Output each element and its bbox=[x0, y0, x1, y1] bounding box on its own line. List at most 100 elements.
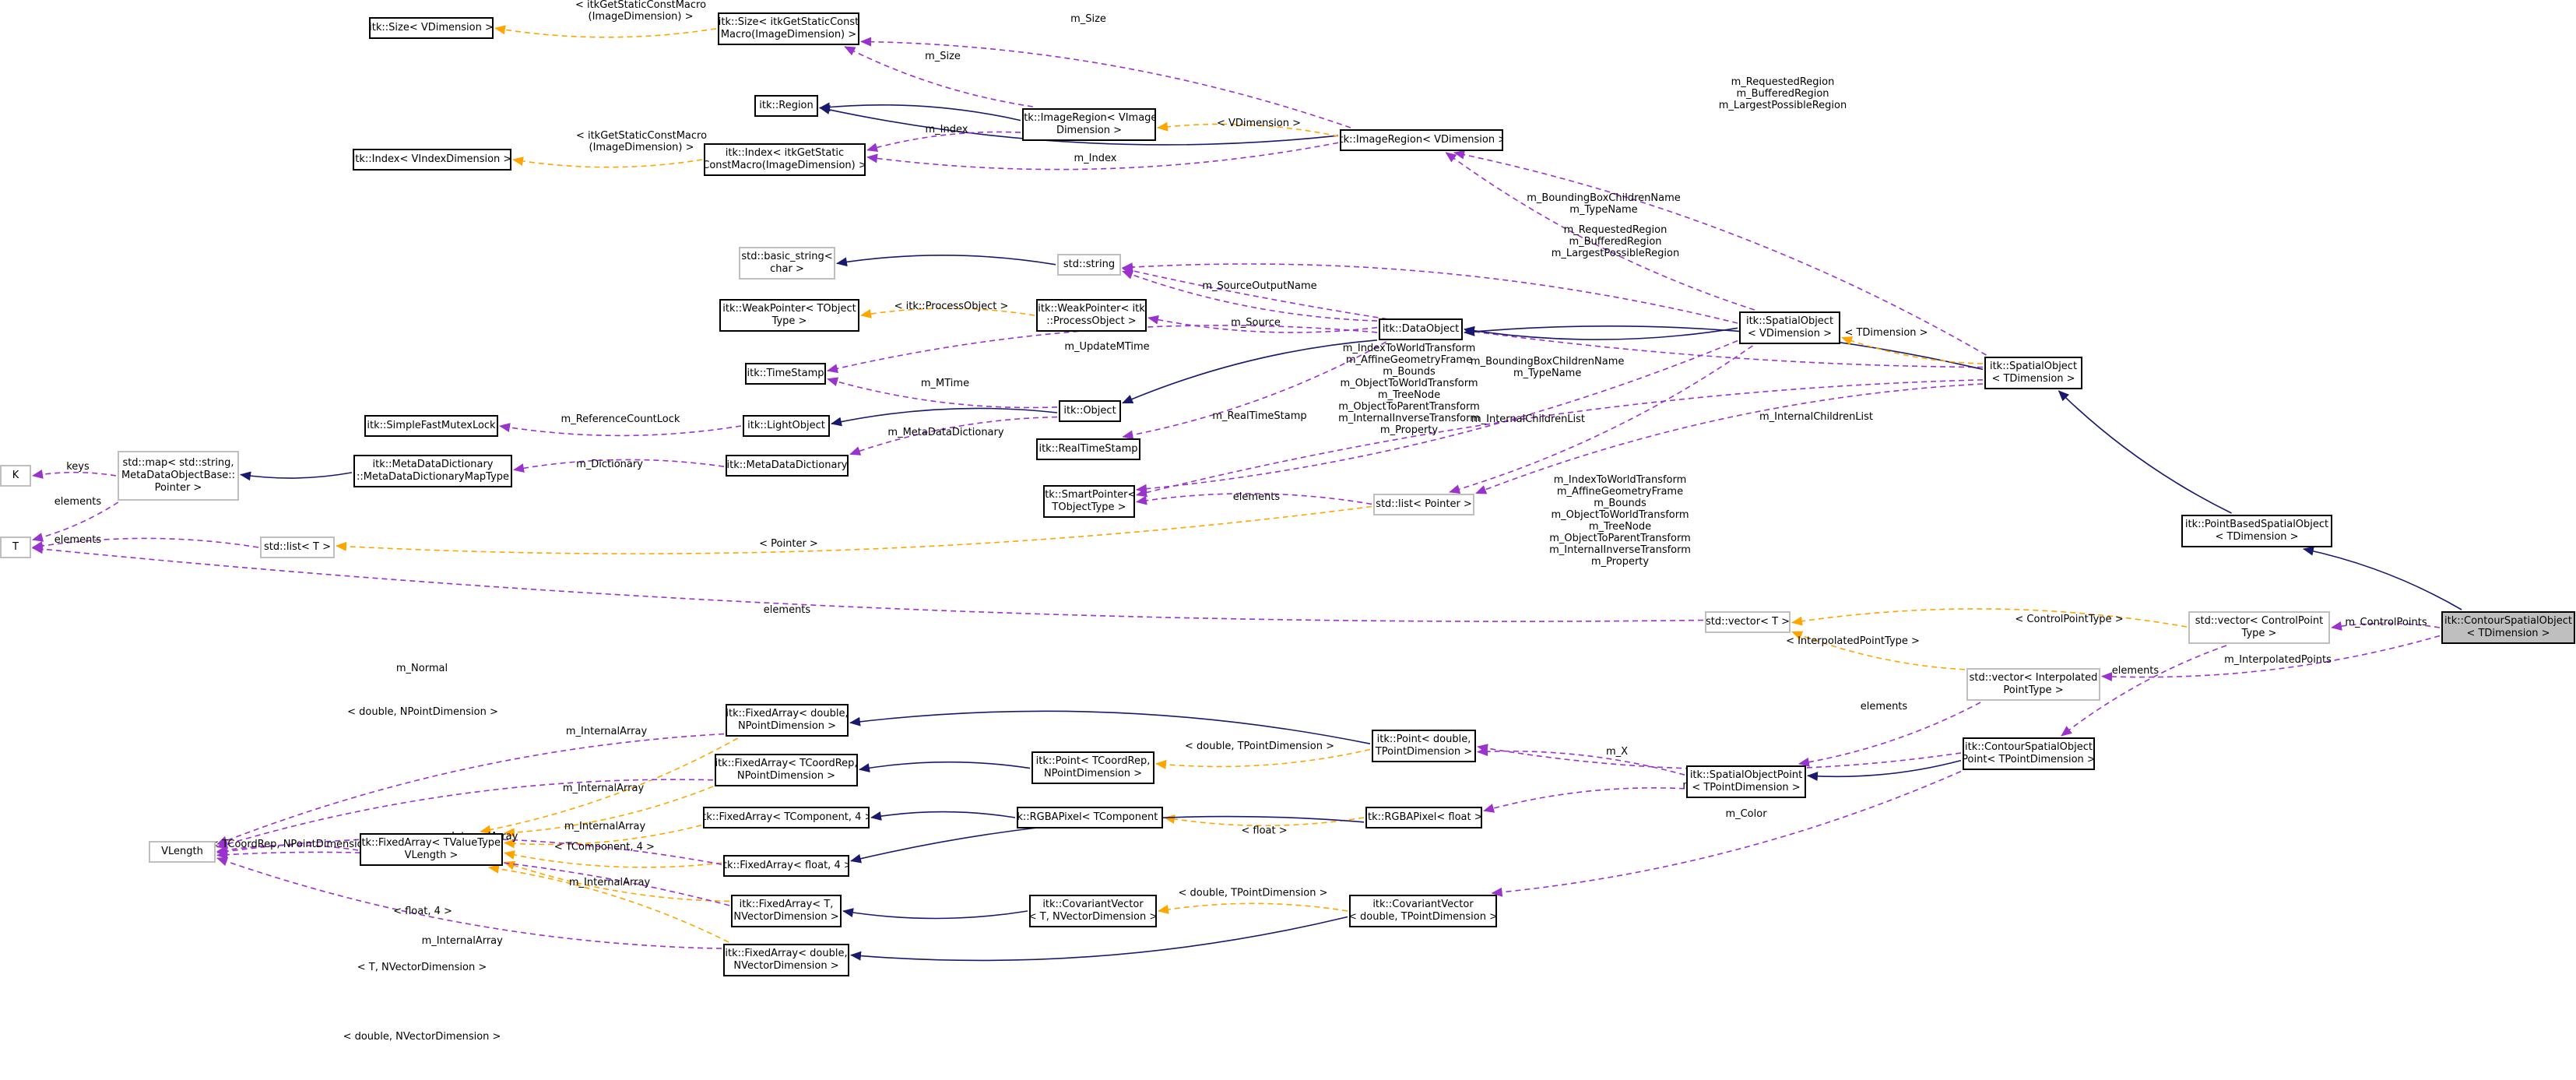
node-imgregion-vimage[interactable]: itk::ImageRegion< VImage Dimension > bbox=[1022, 108, 1156, 141]
edge-usage-spatial_point-to-point_double bbox=[1477, 747, 1685, 776]
node-sfmutexlock[interactable]: itk::SimpleFastMutexLock bbox=[364, 415, 498, 437]
node-contour[interactable]: itk::ContourSpatialObject < TDimension > bbox=[2441, 611, 2575, 644]
node-index-macro[interactable]: itk::Index< itkGetStatic ConstMacro(Imag… bbox=[704, 143, 866, 176]
edge-inherit-spatial_vdim-to-dataobject bbox=[1464, 325, 1738, 340]
node-rgba-tcomp[interactable]: itk::RGBAPixel< TComponent > bbox=[1017, 807, 1163, 828]
node-timestamp[interactable]: itk::TimeStamp bbox=[745, 363, 826, 385]
edge-label-fa_tvalue-to-vlength: m_InternalArray bbox=[564, 821, 646, 832]
edge-label-imgregion_vdim-to-size_macro: m_Size bbox=[1070, 13, 1106, 25]
node-size-macro[interactable]: itk::Size< itkGetStaticConst Macro(Image… bbox=[718, 12, 859, 45]
node-t[interactable]: T bbox=[0, 536, 31, 558]
edge-usage-contour-to-stdvector_cp bbox=[2331, 621, 2441, 631]
edge-template-fa_tcomp4-to-fa_tvalue bbox=[504, 825, 702, 849]
node-mdd-map[interactable]: itk::MetaDataDictionary ::MetaDataDictio… bbox=[353, 455, 512, 487]
edge-label-stdvector_cp-to-contour_point: elements bbox=[2112, 665, 2160, 677]
edge-label-contour-to-stdvector_cp: m_ControlPoints bbox=[2345, 617, 2427, 628]
edge-inherit-covvec_t-to-fa_t_nvd bbox=[842, 908, 1028, 920]
edge-usage-spatial_tdim-to-string bbox=[1122, 266, 1984, 368]
edge-template-fa_tcoord-to-fa_tvalue bbox=[504, 786, 714, 838]
edge-label-spatial_tdim-to-stdlist_ptr: m_InternalChildrenList bbox=[1759, 411, 1873, 423]
node-lightobject[interactable]: itk::LightObject bbox=[743, 415, 830, 437]
edge-label-mdd-to-mdd_map: m_Dictionary bbox=[576, 459, 643, 470]
edge-label-spatial_point-to-rgba_float: m_Color bbox=[1725, 808, 1767, 820]
node-vlength[interactable]: VLength bbox=[149, 841, 216, 863]
edge-label-imgregion_vimage-to-index_macro: m_Index bbox=[926, 124, 968, 135]
node-weakptr-tobj[interactable]: itk::WeakPointer< TObject Type > bbox=[719, 299, 859, 332]
edge-usage-mdd-to-mdd_map bbox=[513, 459, 725, 473]
node-spatial-point[interactable]: itk::SpatialObjectPoint < TPointDimensio… bbox=[1686, 765, 1806, 798]
edge-label-stdmap-to-t: elements bbox=[54, 496, 102, 508]
node-point-double[interactable]: itk::Point< double, TPointDimension > bbox=[1372, 730, 1476, 762]
node-stdlist-t[interactable]: std::list< T > bbox=[260, 536, 335, 558]
node-k[interactable]: K bbox=[0, 465, 31, 487]
edge-template-fa_double_nvd-to-fa_tvalue bbox=[487, 864, 729, 943]
edge-inherit-object-to-lightobject bbox=[831, 407, 1058, 427]
edge-label-imgregion_vdim-to-index_macro: m_Index bbox=[1074, 153, 1117, 164]
node-fa-tcomp4[interactable]: itk::FixedArray< TComponent, 4 > bbox=[703, 807, 870, 828]
node-basic-string[interactable]: std::basic_string< char > bbox=[739, 247, 835, 280]
node-rgba-float[interactable]: itk::RGBAPixel< float > bbox=[1365, 807, 1482, 828]
edge-label-imgregion_vdim-to-imgregion_vimage: < VDimension > bbox=[1217, 118, 1301, 129]
edge-template-covvec_double-to-covvec_t bbox=[1158, 902, 1348, 914]
node-object[interactable]: itk::Object bbox=[1059, 400, 1121, 422]
edge-template-point_double-to-point_tcoord bbox=[1155, 748, 1371, 769]
edge-usage-fa_t_nvd-to-vlength bbox=[216, 850, 730, 906]
edge-label-dataobject-to-string: m_SourceOutputName bbox=[1202, 280, 1316, 292]
edge-label-lightobject-to-sfmutexlock: m_ReferenceCountLock bbox=[561, 413, 680, 425]
node-size-vdim[interactable]: itk::Size< VDimension > bbox=[369, 17, 494, 39]
edge-label-stdmap-to-k: keys bbox=[66, 461, 90, 473]
edge-label-object-to-timestamp: m_MTime bbox=[921, 378, 969, 389]
edge-template-fa_t_nvd-to-fa_tvalue bbox=[504, 860, 730, 902]
node-fa-tvalue[interactable]: itk::FixedArray< TValueType, VLength > bbox=[360, 833, 503, 866]
edge-usage-imgregion_vdim-to-index_macro bbox=[866, 142, 1339, 171]
node-weakptr-proc[interactable]: itk::WeakPointer< itk ::ProcessObject > bbox=[1036, 299, 1147, 332]
node-fa-tcoord[interactable]: itk::FixedArray< TCoordRep, NPointDimens… bbox=[715, 754, 858, 786]
edge-label-dataobject-to-timestamp: m_UpdateMTime bbox=[1064, 341, 1149, 353]
edge-inherit-point_double-to-fa_double_npd bbox=[849, 710, 1371, 744]
edge-template-stdvector_ip-to-stdvector_t bbox=[1791, 631, 1966, 670]
edge-label-contour_point-to-covvec_double: m_Normal bbox=[396, 663, 448, 674]
node-dataobject[interactable]: itk::DataObject bbox=[1379, 318, 1463, 340]
node-stdvector-cp[interactable]: std::vector< ControlPoint Type > bbox=[2188, 611, 2330, 644]
node-string[interactable]: std::string bbox=[1057, 254, 1121, 276]
node-realtimestamp[interactable]: itk::RealTimeStamp bbox=[1036, 438, 1140, 460]
node-fa-float4[interactable]: itk::FixedArray< float, 4 > bbox=[723, 855, 849, 877]
node-covvec-t[interactable]: itk::CovariantVector < T, NVectorDimensi… bbox=[1029, 895, 1157, 927]
node-stdmap[interactable]: std::map< std::string, MetaDataObjectBas… bbox=[118, 451, 239, 501]
edge-inherit-imgregion_vdim-to-region bbox=[819, 105, 1339, 146]
edge-usage-spatial_vdim-to-string bbox=[1122, 262, 1738, 324]
edge-template-size_macro-to-size_vdim bbox=[494, 25, 717, 38]
edge-usage-contour_point-to-covvec_double bbox=[1491, 770, 1962, 897]
node-fa-double-nvd[interactable]: itk::FixedArray< double, NVectorDimensio… bbox=[723, 944, 849, 976]
node-region[interactable]: itk::Region bbox=[754, 95, 818, 117]
node-contour-point[interactable]: itk::ContourSpatialObject Point< TPointD… bbox=[1963, 737, 2095, 770]
node-mdd[interactable]: itk::MetaDataDictionary bbox=[726, 455, 849, 477]
edge-label-stdvector_ip-to-spatial_point: elements bbox=[1861, 701, 1908, 712]
edge-label-fa_tcoord-to-vlength: m_InternalArray bbox=[563, 783, 645, 794]
node-point-tcoord[interactable]: itk::Point< TCoordRep, NPointDimension > bbox=[1031, 751, 1154, 784]
node-smartptr[interactable]: itk::SmartPointer< TObjectType > bbox=[1043, 485, 1135, 518]
node-index-vidx[interactable]: itk::Index< VIndexDimension > bbox=[353, 149, 511, 171]
node-fa-t-nvd[interactable]: itk::FixedArray< T, NVectorDimension > bbox=[731, 895, 842, 927]
node-stdvector-ip[interactable]: std::vector< Interpolated PointType > bbox=[1966, 668, 2100, 701]
node-fa-double-npd[interactable]: itk::FixedArray< double, NPointDimension… bbox=[726, 704, 849, 737]
edge-usage-spatial_tdim-to-smartptr bbox=[1136, 379, 1984, 498]
node-stdvector-t[interactable]: std::vector< T > bbox=[1705, 611, 1791, 633]
node-spatial-vdim[interactable]: itk::SpatialObject < VDimension > bbox=[1739, 311, 1840, 344]
edge-usage-contour-to-stdvector_ip bbox=[2101, 635, 2441, 682]
edge-inherit-spatial_tdim-to-dataobject bbox=[1464, 325, 1984, 371]
node-stdlist-ptr[interactable]: std::list< Pointer > bbox=[1373, 494, 1474, 515]
node-covvec-double[interactable]: itk::CovariantVector < double, TPointDim… bbox=[1349, 895, 1497, 927]
node-spatial-tdim[interactable]: itk::SpatialObject < TDimension > bbox=[1984, 357, 2082, 389]
edge-label-fa_double_nvd-to-fa_tvalue: < double, NVectorDimension > bbox=[343, 1031, 501, 1043]
edge-inherit-rgba_tcomp-to-fa_tcomp4 bbox=[870, 811, 1016, 821]
node-pointbased[interactable]: itk::PointBasedSpatialObject < TDimensio… bbox=[2181, 515, 2332, 547]
edge-usage-spatial_vdim-to-smartptr bbox=[1136, 339, 1738, 494]
edge-inherit-string-to-basic_string bbox=[836, 255, 1056, 267]
node-imgregion-vdim[interactable]: itk::ImageRegion< VDimension > bbox=[1340, 129, 1503, 151]
edge-template-fa_float4-to-fa_tvalue bbox=[504, 850, 722, 868]
edge-inherit-contour_point-to-spatial_point bbox=[1807, 759, 1962, 781]
